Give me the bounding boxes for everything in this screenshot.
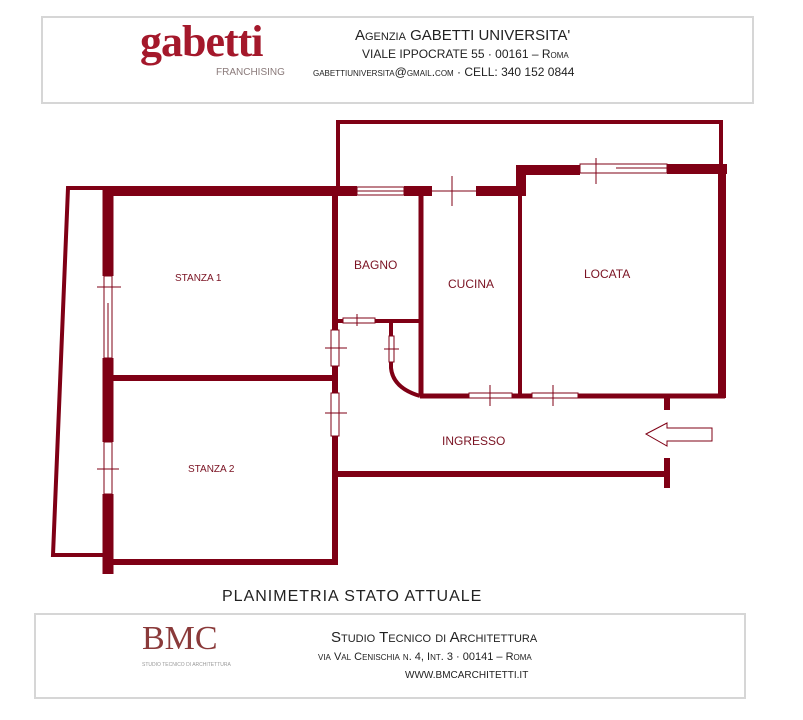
- gabetti-logo: gabetti: [140, 17, 264, 66]
- agency-header: [41, 16, 754, 104]
- balcony-outline: [336, 120, 723, 190]
- room-label-stanza2: STANZA 2: [188, 464, 235, 475]
- studio-website[interactable]: WWW.BMCARCHITETTI.IT: [405, 670, 529, 681]
- agency-name: Agenzia GABETTI UNIVERSITA': [355, 27, 571, 44]
- bmc-logo-sub: STUDIO TECNICO DI ARCHITETTURA: [142, 662, 231, 668]
- door-bagno: [342, 317, 376, 324]
- studio-name: Studio Tecnico di Architettura: [331, 629, 538, 646]
- room-label-cucina: CUCINA: [448, 277, 495, 291]
- openings: [97, 158, 668, 495]
- door-stanza2: [330, 392, 340, 437]
- walls: [50, 120, 727, 574]
- plan-title: PLANIMETRIA STATO ATTUALE: [222, 588, 483, 605]
- left-strip-outline: [50, 186, 108, 557]
- room-label-locata: LOCATA: [584, 267, 631, 281]
- gabetti-logo-sub: FRANCHISING: [216, 67, 285, 78]
- room-label-bagno: BAGNO: [354, 258, 398, 272]
- entrance-arrow-icon: [644, 422, 713, 447]
- agency-contact: gabettiuniversita@gmail.com · CELL: 340 …: [313, 65, 575, 79]
- room-label-ingresso: INGRESSO: [442, 434, 506, 448]
- door-locata: [531, 392, 579, 399]
- studio-footer: [34, 613, 746, 699]
- room-label-stanza1: STANZA 1: [175, 273, 222, 284]
- window-stanza2: [103, 441, 113, 495]
- studio-address: via Val Cenischia n. 4, Int. 3 · 00141 –…: [318, 651, 532, 663]
- agency-address: VIALE IPPOCRATE 55 · 00161 – Roma: [362, 47, 569, 61]
- bmc-logo: BMC: [142, 620, 218, 657]
